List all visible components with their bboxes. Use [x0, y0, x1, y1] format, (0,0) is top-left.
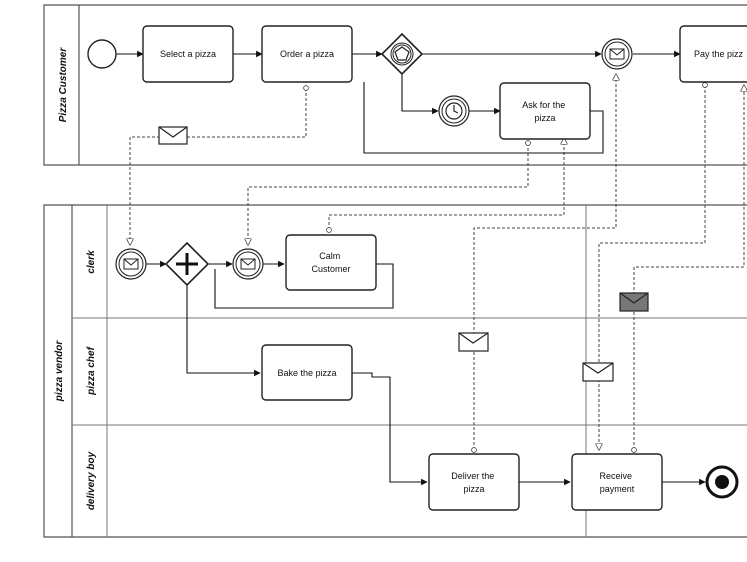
task-label: Customer: [311, 264, 350, 274]
vendor-pool-label: pizza vendor: [54, 340, 65, 403]
lane-clerk-label: clerk: [86, 250, 97, 274]
task-receive-payment[interactable]: Receive payment: [571, 453, 663, 511]
task-label: Deliver the: [451, 471, 494, 481]
task-label: Bake the pizza: [277, 368, 336, 378]
task-label: pizza: [534, 113, 555, 123]
task-order-pizza[interactable]: Order a pizza: [261, 25, 353, 83]
message-catch-event-icon[interactable]: [601, 38, 633, 70]
svg-text:Pay the pizz: Pay the pizz: [694, 49, 744, 59]
message-catch-event-icon[interactable]: [115, 248, 147, 280]
svg-text:Order a pizza: Order a pizza: [280, 49, 334, 59]
task-calm-customer[interactable]: Calm Customer: [285, 234, 377, 291]
lane-chef-label: pizza chef: [86, 345, 97, 395]
envelope-icon: [619, 292, 649, 312]
event-gateway-icon[interactable]: [380, 32, 424, 76]
lane-delivery-label: delivery boy: [86, 451, 97, 510]
task-select-pizza[interactable]: Select a pizza: [142, 25, 234, 83]
task-label: Select a pizza: [160, 49, 216, 59]
message-flows: [130, 74, 744, 450]
customer-pool-label: Pizza Customer: [58, 47, 69, 123]
end-event-icon[interactable]: [705, 465, 739, 499]
envelope-icon: [158, 126, 188, 145]
envelope-icon: [582, 362, 614, 382]
task-pay-pizza[interactable]: Pay the pizz: [679, 25, 747, 83]
task-label: pizza: [463, 484, 484, 494]
task-ask-for-pizza[interactable]: Ask for the pizza: [499, 82, 591, 140]
svg-text:Deliver the pizza: Deliver the pizza: [451, 471, 497, 494]
sequence-flows: [116, 50, 706, 486]
svg-text:Calm Customer: Calm Customer: [311, 251, 350, 274]
start-event-icon[interactable]: [87, 39, 117, 69]
task-label: Pay the pizz: [694, 49, 744, 59]
task-deliver-pizza[interactable]: Deliver the pizza: [428, 453, 520, 511]
task-label: Ask for the: [522, 100, 565, 110]
svg-text:Receive payment: Receive payment: [599, 471, 634, 494]
parallel-gateway-icon[interactable]: [164, 241, 210, 287]
svg-text:Bake the pizza: Bake the pizza: [277, 368, 336, 378]
timer-event-icon[interactable]: [438, 95, 470, 127]
envelope-icon: [458, 332, 489, 352]
message-catch-event-icon[interactable]: [232, 248, 264, 280]
task-label: Calm: [319, 251, 340, 261]
svg-text:Select a pizza: Select a pizza: [160, 49, 216, 59]
svg-text:Ask for the pizza: Ask for the pizza: [522, 100, 568, 123]
task-label: Receive: [599, 471, 632, 481]
task-bake-pizza[interactable]: Bake the pizza: [261, 344, 353, 401]
task-label: payment: [600, 484, 635, 494]
task-label: Order a pizza: [280, 49, 334, 59]
